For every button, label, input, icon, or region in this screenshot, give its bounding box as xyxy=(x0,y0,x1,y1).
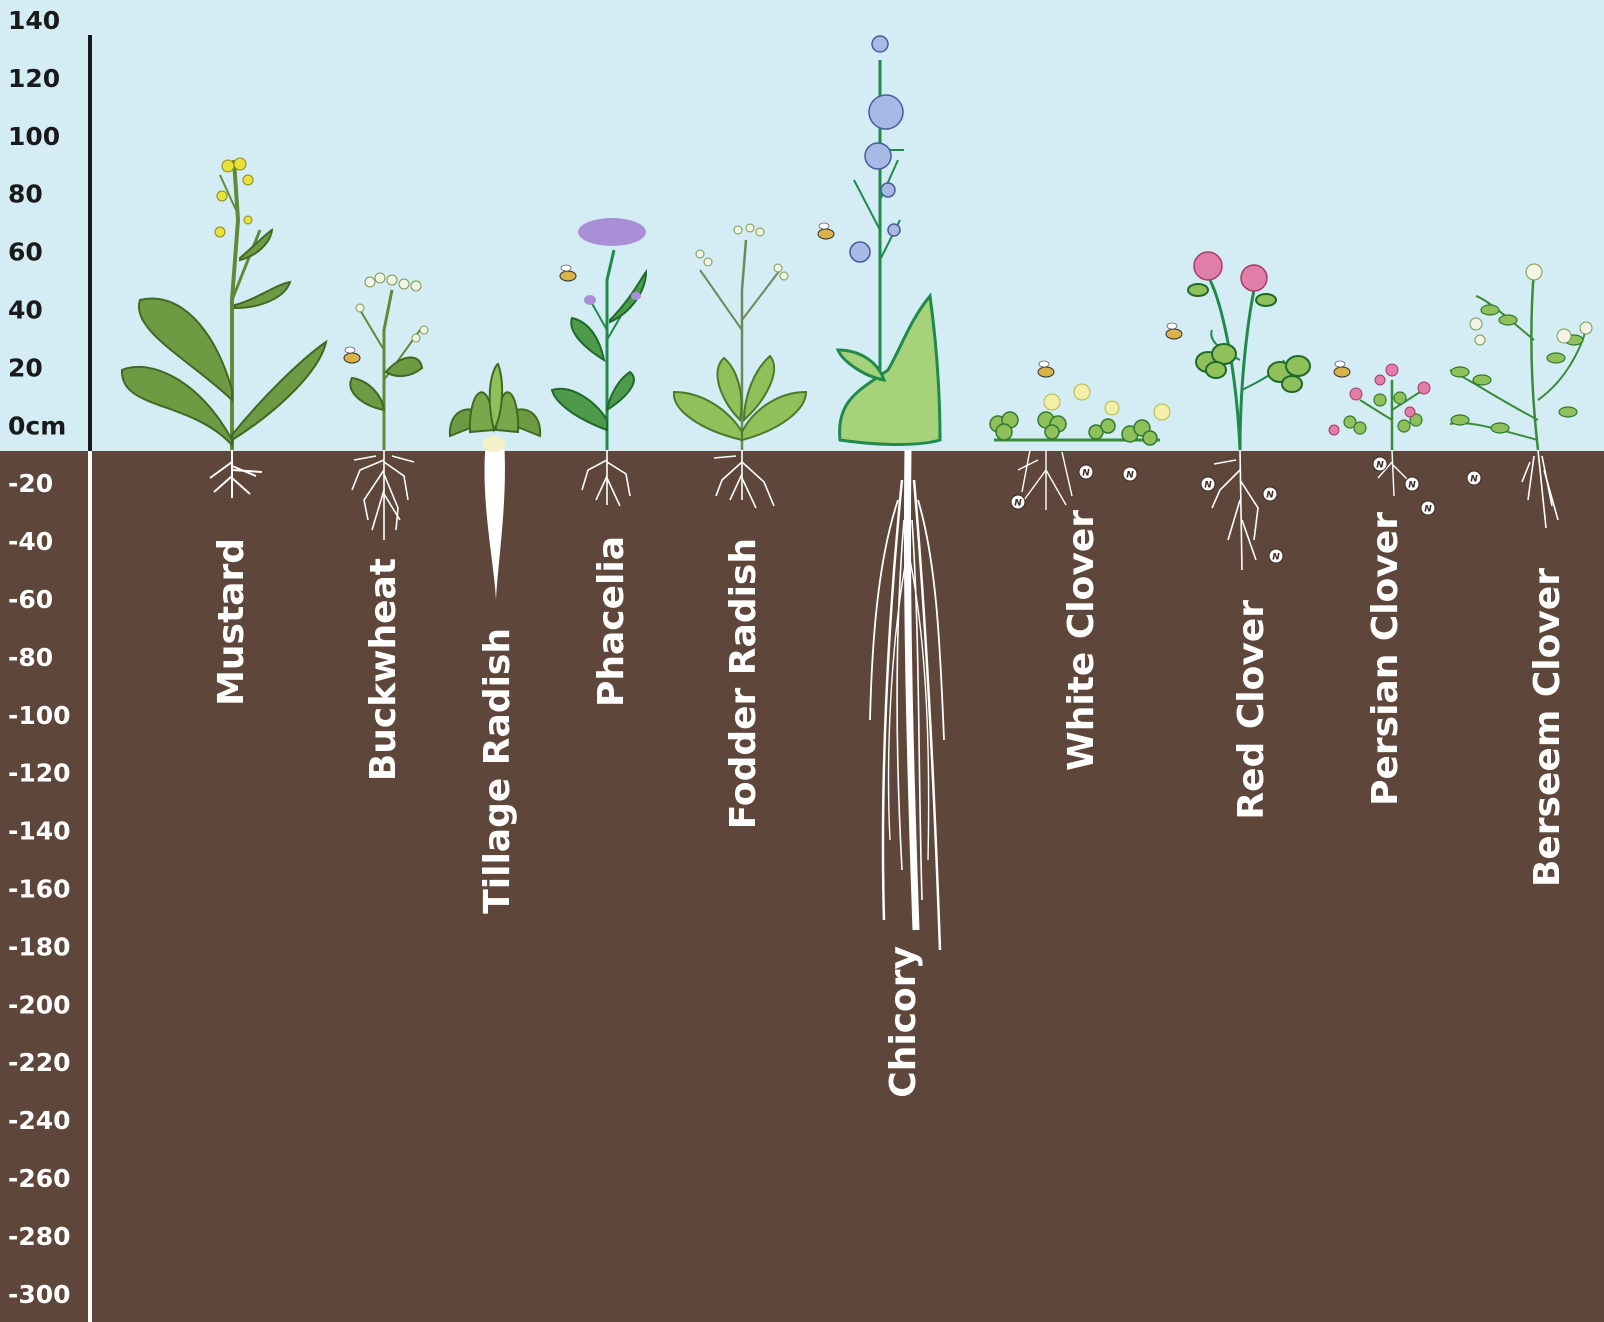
nitrogen-nodule-icon: N xyxy=(1263,487,1277,501)
nitrogen-symbol: N xyxy=(1408,481,1416,491)
nitrogen-symbol: N xyxy=(1470,475,1478,485)
axis-tick-label: -60 xyxy=(8,585,53,614)
axis-tick-label: 140 xyxy=(8,6,60,35)
axis-tick-label: 40 xyxy=(8,296,43,325)
nitrogen-nodule-icon: N xyxy=(1011,495,1025,509)
nitrogen-nodule-icon: N xyxy=(1269,549,1283,563)
plant-label-phacelia: Phacelia xyxy=(591,536,632,707)
plant-label-tillage-radish: Tillage Radish xyxy=(477,628,518,914)
axis-tick-label: -160 xyxy=(8,875,71,904)
axis-tick-label: -200 xyxy=(8,990,71,1019)
axis-tick-label: 100 xyxy=(8,122,60,151)
axis-tick-label: 20 xyxy=(8,353,43,382)
axis-tick-label: -140 xyxy=(8,817,71,846)
nitrogen-symbol: N xyxy=(1014,499,1022,509)
axis-tick-label: 120 xyxy=(8,64,60,93)
nitrogen-symbol: N xyxy=(1082,469,1090,479)
nitrogen-symbol: N xyxy=(1424,505,1432,515)
axis-tick-label: 80 xyxy=(8,180,43,209)
nitrogen-nodule-icon: N xyxy=(1373,457,1387,471)
nitrogen-nodule-icon: N xyxy=(1405,477,1419,491)
nitrogen-nodule-icon: N xyxy=(1421,501,1435,515)
sky-background xyxy=(0,0,1604,451)
plant-label-fodder-radish: Fodder Radish xyxy=(723,538,764,829)
plant-label-persian-clover: Persian Clover xyxy=(1365,512,1406,806)
nitrogen-nodule-icon: N xyxy=(1123,467,1137,481)
axis-tick-label: -280 xyxy=(8,1222,71,1251)
axis-tick-label: -40 xyxy=(8,527,53,556)
axis-tick-label: 60 xyxy=(8,238,43,267)
plant-label-berseem-clover: Berseem Clover xyxy=(1527,568,1568,887)
nitrogen-symbol: N xyxy=(1126,471,1134,481)
nitrogen-symbol: N xyxy=(1266,491,1274,501)
axis-tick-label: -260 xyxy=(8,1164,71,1193)
axis-tick-label: -220 xyxy=(8,1048,71,1077)
axis-tick-label: 0cm xyxy=(8,411,66,440)
axis-tick-label: -240 xyxy=(8,1106,71,1135)
axis-tick-label: -20 xyxy=(8,469,53,498)
axis-tick-label: -180 xyxy=(8,932,71,961)
nitrogen-symbol: N xyxy=(1376,461,1384,471)
plant-label-red-clover: Red Clover xyxy=(1231,600,1272,820)
nitrogen-nodule-icon: N xyxy=(1201,477,1215,491)
nitrogen-nodule-icon: N xyxy=(1079,465,1093,479)
plant-label-chicory: Chicory xyxy=(883,946,924,1098)
nitrogen-symbol: N xyxy=(1204,481,1212,491)
axis-tick-label: -120 xyxy=(8,759,71,788)
axis-tick-label: -100 xyxy=(8,701,71,730)
nitrogen-symbol: N xyxy=(1272,553,1280,563)
plant-label-mustard: Mustard xyxy=(211,538,252,706)
nitrogen-nodule-icon: N xyxy=(1467,471,1481,485)
axis-tick-label: -80 xyxy=(8,643,53,672)
plant-label-white-clover: White Clover xyxy=(1061,510,1102,771)
plant-label-buckwheat: Buckwheat xyxy=(363,558,404,781)
axis-tick-label: -300 xyxy=(8,1280,71,1309)
